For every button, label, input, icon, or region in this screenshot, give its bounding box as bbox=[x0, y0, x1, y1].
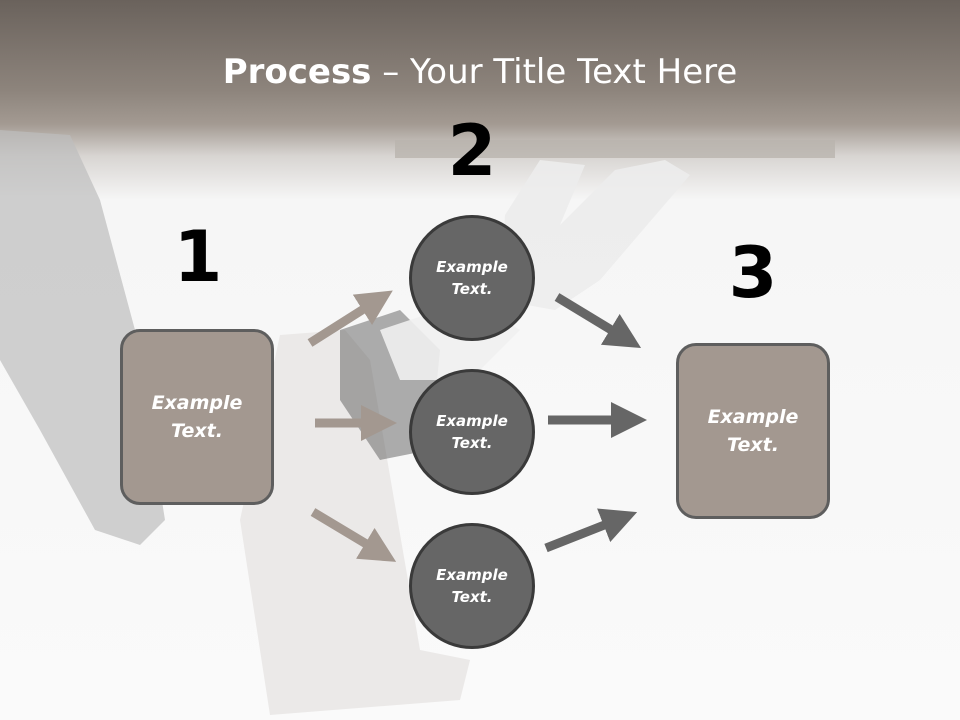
arrow-to-circle-3 bbox=[310, 508, 397, 562]
title-bold: Process bbox=[222, 52, 372, 92]
right-box-text: Example Text. bbox=[707, 405, 799, 457]
slide-title: Process – Your Title Text Here bbox=[0, 52, 960, 92]
circle-2-text: Example Text. bbox=[436, 411, 508, 453]
left-box: Example Text. bbox=[120, 329, 274, 505]
circle-1: Example Text. bbox=[409, 215, 535, 341]
circle-2: Example Text. bbox=[409, 369, 535, 495]
circle-3-text: Example Text. bbox=[436, 565, 508, 607]
circle-1-text: Example Text. bbox=[436, 257, 508, 299]
step-number-2: 2 bbox=[447, 110, 497, 192]
step-number-1: 1 bbox=[173, 216, 223, 298]
title-rest: – Your Title Text Here bbox=[371, 52, 738, 92]
circle-3: Example Text. bbox=[409, 523, 535, 649]
step-number-3: 3 bbox=[728, 232, 778, 314]
left-box-text: Example Text. bbox=[151, 391, 243, 443]
arrow-to-circle-1 bbox=[307, 290, 393, 347]
arrow-from-circle-3 bbox=[544, 508, 638, 553]
header-band bbox=[0, 0, 960, 200]
right-box: Example Text. bbox=[676, 343, 830, 519]
arrow-from-circle-1 bbox=[554, 293, 642, 349]
